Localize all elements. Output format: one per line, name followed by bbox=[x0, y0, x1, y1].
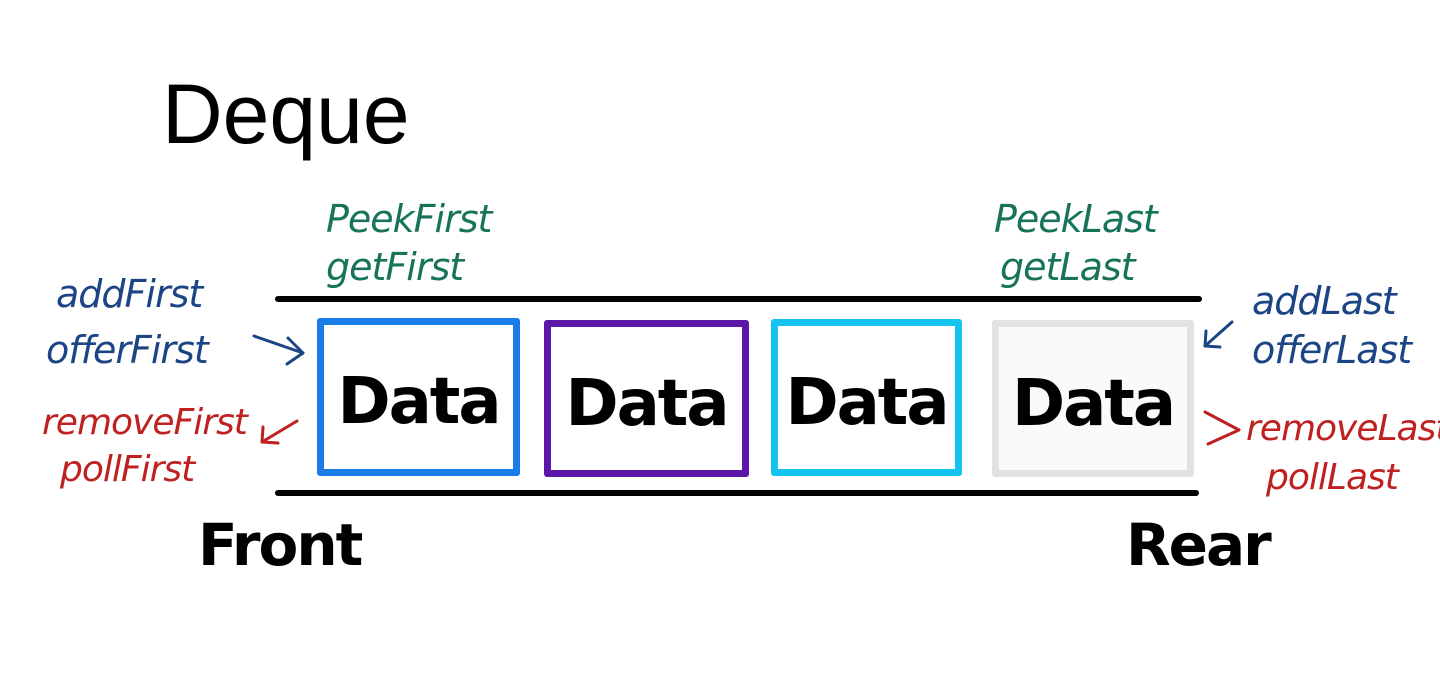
cell-1-text: Data bbox=[337, 365, 501, 439]
poll-last-label: pollLast bbox=[1266, 457, 1399, 498]
remove-last-arrow-icon bbox=[1203, 410, 1241, 446]
remove-first-label: removeFirst bbox=[42, 402, 248, 443]
peek-last-label: PeekLast bbox=[994, 197, 1158, 241]
add-last-label: addLast bbox=[1252, 279, 1397, 323]
add-first-arrow-icon bbox=[252, 334, 305, 366]
offer-first-label: offerFirst bbox=[46, 328, 209, 372]
cell-4-text: Data bbox=[1011, 366, 1176, 441]
add-first-label: addFirst bbox=[56, 272, 203, 316]
get-last-label: getLast bbox=[1000, 245, 1136, 289]
deque-cell-1: Data bbox=[317, 318, 520, 476]
poll-first-label: pollFirst bbox=[60, 449, 195, 490]
remove-last-label: removeLast bbox=[1246, 408, 1440, 449]
rear-label: Rear bbox=[1126, 511, 1272, 579]
cell-2-text: Data bbox=[565, 366, 729, 441]
get-first-label: getFirst bbox=[326, 245, 464, 289]
front-label: Front bbox=[198, 511, 363, 579]
remove-first-arrow-icon bbox=[260, 419, 299, 445]
diagram-title: Deque bbox=[162, 67, 410, 161]
offer-last-label: offerLast bbox=[1252, 328, 1412, 372]
cell-3-text: Data bbox=[785, 365, 949, 440]
deque-cell-2: Data bbox=[544, 320, 749, 477]
peek-first-label: PeekFirst bbox=[326, 197, 492, 241]
deque-cell-3: Data bbox=[771, 319, 962, 476]
add-last-arrow-icon bbox=[1203, 320, 1234, 349]
deque-cell-4: Data bbox=[992, 320, 1194, 477]
